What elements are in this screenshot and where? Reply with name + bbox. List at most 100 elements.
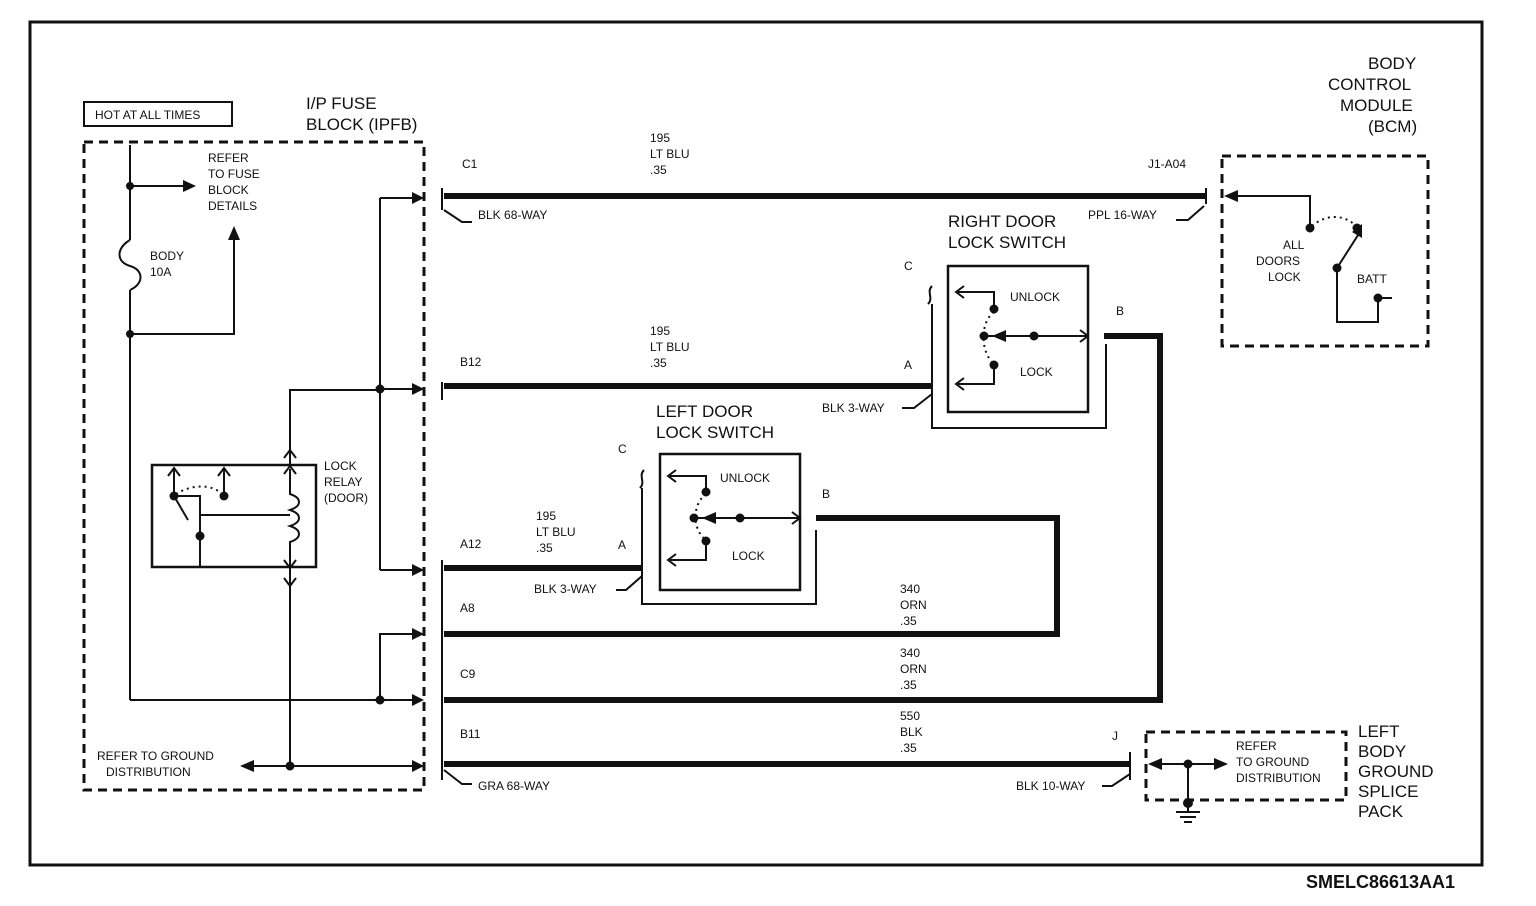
refer-ground-left-l1: REFER TO GROUND — [97, 749, 214, 763]
batt-node — [1373, 293, 1383, 303]
right-switch-arrows — [954, 285, 1090, 391]
refer-fuse-l4: DETAILS — [208, 199, 257, 213]
fuse-name: BODY — [150, 249, 184, 263]
fuse-detail-return — [130, 240, 235, 335]
circuit-a12-pin: A12 — [460, 537, 482, 551]
circuit-b12-gauge: .35 — [650, 356, 667, 370]
fuse-icon — [118, 239, 142, 291]
ipfb-bottom-connector: GRA 68-WAY — [478, 779, 550, 793]
circuit-a8-pin: A8 — [460, 601, 475, 615]
hot-at-all-times-box — [83, 101, 233, 127]
right-switch-title-l1: RIGHT DOOR — [948, 212, 1056, 231]
circuit-a12-color: LT BLU — [536, 525, 576, 539]
bcm-switch-l3: LOCK — [1268, 270, 1301, 284]
ground-icon — [1176, 803, 1200, 823]
circuit-b11-num: 550 — [900, 709, 920, 723]
switch-arrow-icon — [1352, 224, 1362, 238]
circuit-a12-gauge: .35 — [536, 541, 553, 555]
splice-title-l5: PACK — [1358, 802, 1404, 821]
left-switch-arrows — [666, 469, 802, 567]
circuit-a12-num: 195 — [536, 509, 556, 523]
ground-node — [285, 761, 295, 771]
circuit-a8-gauge: .35 — [900, 614, 917, 628]
arrow-left-icon — [992, 330, 1006, 342]
splice-pin: J — [1112, 729, 1118, 743]
circuit-b11-color: BLK — [900, 725, 923, 739]
left-switch-title-l1: LEFT DOOR — [656, 402, 753, 421]
right-blk3-leader — [902, 393, 933, 409]
circuit-a8-color: ORN — [900, 598, 927, 612]
bcm-title-l1: BODY — [1368, 54, 1416, 73]
relay-lock-output-wire — [289, 389, 380, 465]
relay-label-l2: RELAY — [324, 475, 362, 489]
circuit-c9-gauge: .35 — [900, 678, 917, 692]
left-switch-lock: LOCK — [732, 549, 765, 563]
splice-pack-box — [1144, 730, 1348, 802]
right-switch-pin-c: C — [904, 259, 913, 273]
relay-common-node — [195, 531, 205, 541]
circuit-c1-gauge: .35 — [650, 163, 667, 177]
relay-label-l1: LOCK — [324, 459, 357, 473]
splice-title-l1: LEFT — [1358, 722, 1400, 741]
circuit-c9-pin: C9 — [460, 667, 476, 681]
circuit-c9-color: ORN — [900, 662, 927, 676]
circuit-c1-color: LT BLU — [650, 147, 690, 161]
bcm-pin: J1-A04 — [1148, 157, 1186, 171]
relay-ground-terminal — [283, 577, 297, 588]
left-switch-box — [658, 452, 802, 592]
right-switch-unlock: UNLOCK — [1010, 290, 1060, 304]
arrow-left-icon — [1224, 190, 1238, 202]
right-common-node — [979, 331, 989, 341]
relay-contact-node — [219, 491, 229, 501]
blk68-leader — [443, 209, 472, 223]
ppl16-leader — [1176, 205, 1205, 221]
right-switch-box — [946, 264, 1090, 414]
circuit-b11-gauge: .35 — [900, 741, 917, 755]
right-unlock-node — [989, 304, 999, 314]
lock-relay-box — [150, 463, 318, 569]
splice-title-l3: GROUND — [1358, 762, 1434, 781]
c9-to-a8-wire — [379, 633, 422, 700]
gra68-leader — [443, 769, 472, 785]
splice-refer-l1: REFER — [1236, 739, 1277, 753]
circuit-a8-num: 340 — [900, 582, 920, 596]
bcm-batt: BATT — [1357, 272, 1387, 286]
left-switch-pin-c: C — [618, 442, 627, 456]
splice-refer-l3: DISTRIBUTION — [1236, 771, 1321, 785]
left-switch-pin-b: B — [822, 487, 830, 501]
circuit-a8-wire — [444, 515, 1060, 637]
circuit-b11-pin: B11 — [460, 727, 481, 741]
bcm-box — [1220, 154, 1430, 348]
circuit-b12-num: 195 — [650, 324, 670, 338]
left-lock-node — [701, 536, 711, 546]
arrow-right-icon — [412, 628, 424, 706]
splice-refer-l2: TO GROUND — [1236, 755, 1309, 769]
right-output-node — [1029, 331, 1039, 341]
bcm-title-l3: MODULE — [1340, 96, 1413, 115]
refer-ground-left-l2: DISTRIBUTION — [106, 765, 191, 779]
left-unlock-node — [701, 487, 711, 497]
left-switch-unlock: UNLOCK — [720, 471, 770, 485]
right-switch-pin-a: A — [904, 358, 912, 372]
ipfb-lock-branches — [380, 197, 422, 571]
refer-fuse-l2: TO FUSE — [208, 167, 260, 181]
fuse-rating: 10A — [150, 265, 171, 279]
left-switch-connector: BLK 3-WAY — [534, 582, 597, 596]
hot-at-all-times-label: HOT AT ALL TIMES — [95, 108, 200, 122]
ipfb-box — [82, 140, 426, 792]
arrow-up-icon — [228, 226, 240, 240]
refer-fuse-l1: REFER — [208, 151, 249, 165]
bcm-switch-l1: ALL — [1283, 238, 1305, 252]
right-switch-connector: BLK 3-WAY — [822, 401, 885, 415]
circuit-c1-num: 195 — [650, 131, 670, 145]
bcm-switch-wiring — [1336, 231, 1392, 323]
right-switch-lock: LOCK — [1020, 365, 1053, 379]
ipfb-title-line2: BLOCK (IPFB) — [306, 115, 417, 134]
left-switch-housing — [639, 469, 817, 605]
splice-connector-edge — [1102, 752, 1131, 787]
bcm-connector: PPL 16-WAY — [1088, 208, 1157, 222]
bcm-switch-common — [1332, 263, 1342, 273]
right-lock-node — [989, 360, 999, 370]
bcm-title-l2: CONTROL — [1328, 75, 1411, 94]
left-blk3-leader — [616, 575, 643, 591]
